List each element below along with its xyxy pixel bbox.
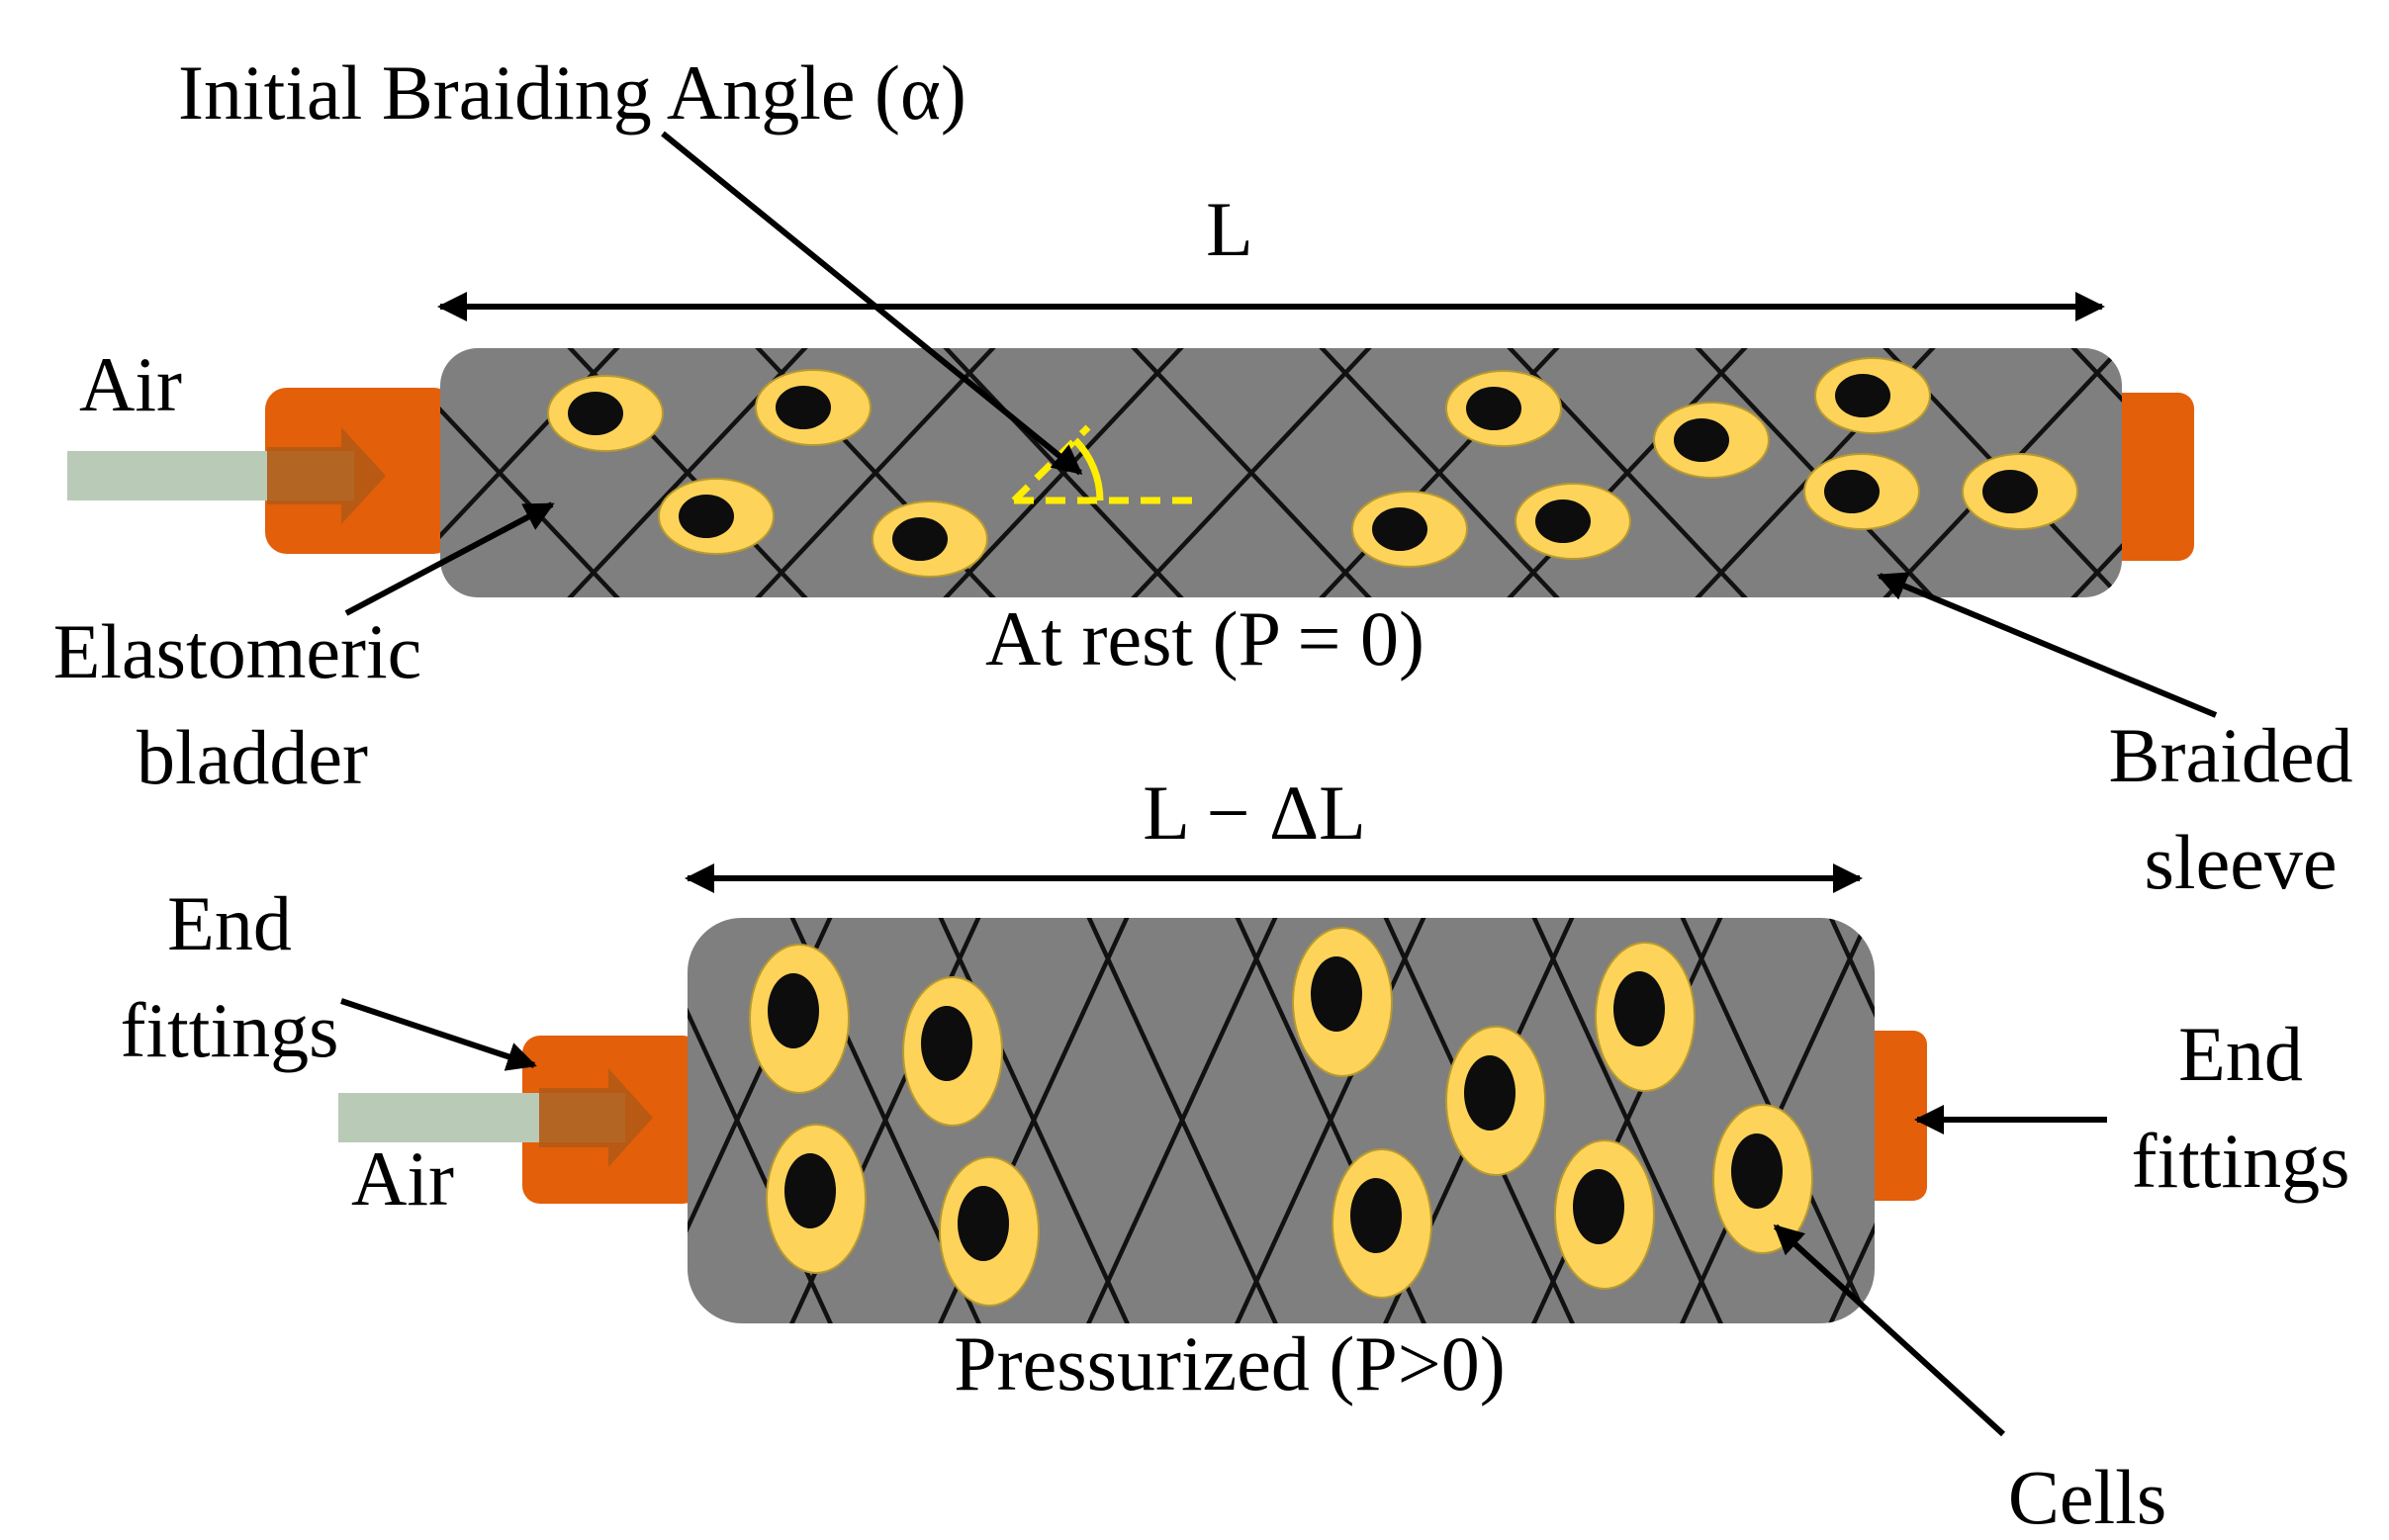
- cells-label: Cells: [2008, 1454, 2166, 1540]
- braiding-angle-label: Initial Braiding Angle (α): [178, 49, 966, 136]
- length-pressurized-label: L − ΔL: [1143, 770, 1366, 856]
- cell: [1962, 453, 2078, 530]
- cell: [1332, 1148, 1432, 1299]
- cell: [1351, 491, 1468, 568]
- end-fittings-left-label-line2: fittings: [120, 987, 338, 1073]
- cell-nucleus: [892, 517, 948, 561]
- braided-sleeve-label-line1: Braided: [2109, 712, 2353, 798]
- cell: [1595, 942, 1696, 1092]
- end-fittings-right-label-line1: End: [2178, 1011, 2303, 1097]
- braid-strand: [2251, 336, 2389, 609]
- elastomeric-bladder-label-line1: Elastomeric: [53, 608, 422, 694]
- braid-strand: [2061, 348, 2122, 597]
- cell: [755, 369, 872, 446]
- braid-strand: [2061, 348, 2122, 597]
- cell-nucleus: [1613, 971, 1665, 1046]
- end-fitting-right-top: [2105, 393, 2194, 561]
- elastomeric-bladder-bottom: [688, 918, 1875, 1323]
- cell-nucleus: [958, 1186, 1009, 1261]
- cell: [1292, 927, 1393, 1077]
- braid-strand: [745, 348, 1006, 597]
- actuator-pressurized: [338, 918, 1927, 1323]
- cell-nucleus: [921, 1006, 972, 1081]
- cell: [902, 976, 1003, 1127]
- cell-nucleus: [1372, 507, 1427, 551]
- cell: [1803, 453, 1920, 530]
- braided-sleeve-label-line2: sleeve: [2145, 819, 2338, 905]
- cell: [1712, 1104, 1813, 1254]
- cell-nucleus: [1466, 387, 1521, 430]
- cell: [939, 1156, 1040, 1307]
- cell-nucleus: [679, 495, 734, 538]
- elastomeric-bladder-label-line2: bladder: [137, 714, 368, 800]
- cell: [1515, 483, 1631, 560]
- braiding-angle-pointer: [661, 131, 1083, 476]
- length-rest-label: L: [1206, 186, 1253, 272]
- braid-strand: [1525, 918, 1729, 1323]
- cell-nucleus: [568, 392, 623, 435]
- cell: [872, 500, 988, 578]
- cell-nucleus: [1982, 470, 2038, 513]
- braid-strand: [1822, 918, 1875, 1323]
- braided-sleeve-pointer: [1877, 572, 2218, 718]
- cell-nucleus: [1731, 1133, 1783, 1209]
- cell-nucleus: [1311, 956, 1362, 1032]
- braid-strand: [2251, 336, 2389, 609]
- elastomeric-bladder-pointer: [344, 501, 555, 616]
- cell-nucleus: [784, 1153, 836, 1228]
- cell: [1445, 1026, 1546, 1176]
- cell-nucleus: [1535, 499, 1591, 543]
- cell-nucleus: [1464, 1055, 1516, 1131]
- air-top-label: Air: [79, 341, 182, 427]
- end-fittings-right-label-line2: fittings: [2131, 1118, 2349, 1204]
- braid-strand: [1822, 918, 1875, 1323]
- cell: [547, 375, 664, 452]
- end-fitting-right-bottom: [1858, 1031, 1927, 1201]
- state-rest-label: At rest (P = 0): [985, 595, 1424, 681]
- cell-nucleus: [1824, 470, 1880, 513]
- cells-bottom: [749, 927, 1813, 1307]
- cells-pointer: [1773, 1223, 2006, 1437]
- end-fittings-left-pointer: [340, 998, 537, 1071]
- cell-nucleus: [1835, 374, 1890, 417]
- cell-nucleus: [1674, 418, 1729, 462]
- braid-strand: [1121, 348, 1382, 597]
- braid-strand: [1497, 348, 1758, 597]
- cell: [658, 478, 775, 555]
- cell: [1445, 370, 1562, 447]
- braid-strand: [1080, 918, 1284, 1323]
- cell: [1653, 402, 1770, 479]
- air-bottom-label: Air: [351, 1135, 454, 1222]
- cells-top: [547, 357, 2078, 578]
- cell: [1814, 357, 1931, 434]
- air-arrow-top-icon: [267, 427, 386, 524]
- cell-nucleus: [1573, 1169, 1624, 1244]
- cell: [1554, 1139, 1655, 1290]
- cell-nucleus: [776, 386, 831, 429]
- air-arrow-bottom-icon: [539, 1068, 653, 1167]
- cell-nucleus: [768, 973, 819, 1048]
- braid-strand: [1229, 918, 1432, 1323]
- end-fittings-left-label-line1: End: [167, 880, 292, 966]
- actuator-at-rest: [67, 336, 2389, 609]
- cell-nucleus: [1350, 1178, 1402, 1253]
- cell: [749, 944, 850, 1094]
- cell: [766, 1124, 867, 1274]
- state-pressurized-label: Pressurized (P>0): [954, 1320, 1505, 1406]
